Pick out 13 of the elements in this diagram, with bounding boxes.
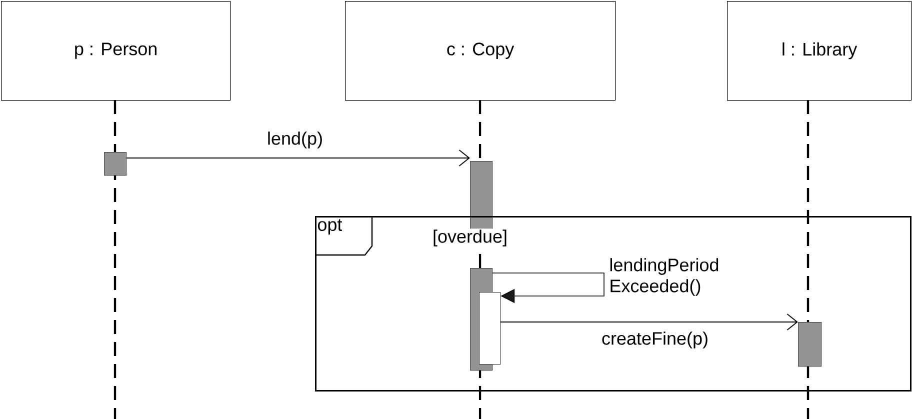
message-arrow <box>492 272 604 304</box>
object-box: c : Copy <box>345 1 616 101</box>
message-label: lend(p) <box>268 132 322 148</box>
message-label: lendingPeriod Exceeded() <box>610 258 718 296</box>
activation-bar <box>470 161 493 230</box>
activation-bar <box>798 322 822 367</box>
object-box: p : Person <box>1 1 231 101</box>
message-label: createFine(p) <box>602 332 708 348</box>
activation-bar <box>104 152 127 176</box>
message-arrow <box>126 150 470 166</box>
activation-bar <box>479 292 501 365</box>
object-box: l : Library <box>727 1 912 101</box>
message-arrow <box>500 314 798 330</box>
